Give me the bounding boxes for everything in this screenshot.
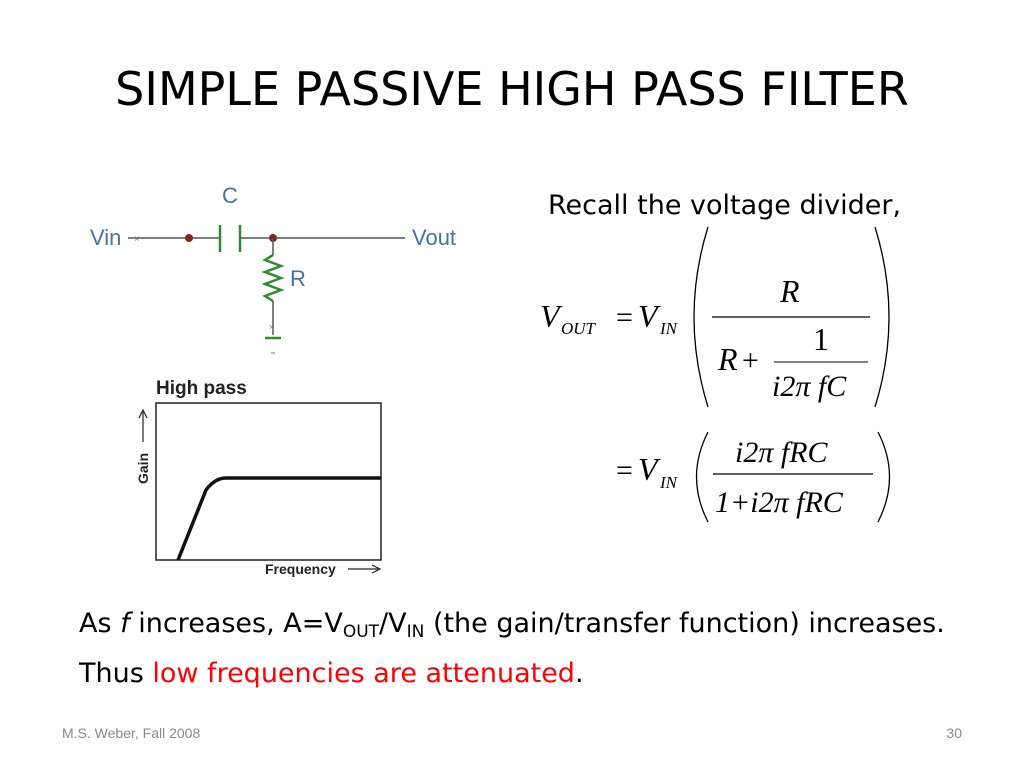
svg-text:×: × (134, 234, 140, 245)
conclusion-text: As f increases, A=VOUT/VIN (the gain/tra… (79, 603, 1009, 695)
vin-subscript-1: IN (659, 319, 679, 338)
svg-text:×: × (269, 322, 274, 332)
right-paren-2 (877, 431, 891, 523)
left-paren-1 (693, 226, 709, 408)
high-pass-circuit-diagram: Vin × C Vout R × (90, 183, 456, 354)
equals-sign-2: = (616, 454, 633, 487)
capacitor-label: C (222, 183, 238, 208)
eq1-inner-denominator: i2π fC (772, 370, 847, 403)
eq1-plus: + (742, 344, 759, 377)
vin-symbol-2: V (638, 451, 661, 487)
resistor-symbol (261, 253, 285, 303)
vout-label: Vout (412, 225, 456, 250)
vin-label: Vin (90, 225, 121, 250)
eq1-numerator: R (779, 273, 800, 309)
vin-subscript-2: IN (659, 473, 679, 492)
vout-symbol: V (540, 298, 563, 334)
conclusion-line-2: Thus low frequencies are attenuated. (79, 658, 584, 689)
vout-subscript: OUT (561, 319, 597, 338)
conclusion-line-1: As f increases, A=VOUT/VIN (the gain/tra… (79, 608, 945, 642)
gain-axis-label: Gain (135, 453, 151, 484)
eq1-inner-numerator: 1 (813, 321, 829, 357)
slide-title: SIMPLE PASSIVE HIGH PASS FILTER (115, 62, 909, 116)
eq2-denominator: 1+i2π fRC (715, 486, 844, 519)
gain-response-curve (176, 476, 381, 561)
gain-plot-title: High pass (156, 378, 247, 399)
input-node (185, 234, 193, 242)
frequency-axis-label: Frequency (265, 561, 336, 577)
eq1-denominator-r: R (717, 341, 738, 377)
eq2-numerator: i2π fRC (735, 436, 829, 469)
high-pass-gain-plot: High pass Gain Frequency (135, 378, 382, 577)
f-variable: f (120, 608, 130, 639)
slide-number: 30 (946, 725, 962, 741)
attenuation-highlight: low frequencies are attenuated (152, 658, 575, 689)
voltage-divider-equation: V OUT = V IN R R + 1 i2π fC = V IN i2π f… (540, 226, 891, 523)
gain-plot-frame (155, 402, 382, 561)
voltage-divider-intro: Recall the voltage divider, (548, 190, 902, 221)
equals-sign-1: = (616, 301, 633, 334)
footer-author: M.S. Weber, Fall 2008 (62, 725, 201, 741)
left-paren-2 (695, 431, 709, 523)
resistor-label: R (290, 266, 306, 291)
vin-symbol-1: V (638, 298, 661, 334)
right-paren-1 (874, 226, 890, 408)
